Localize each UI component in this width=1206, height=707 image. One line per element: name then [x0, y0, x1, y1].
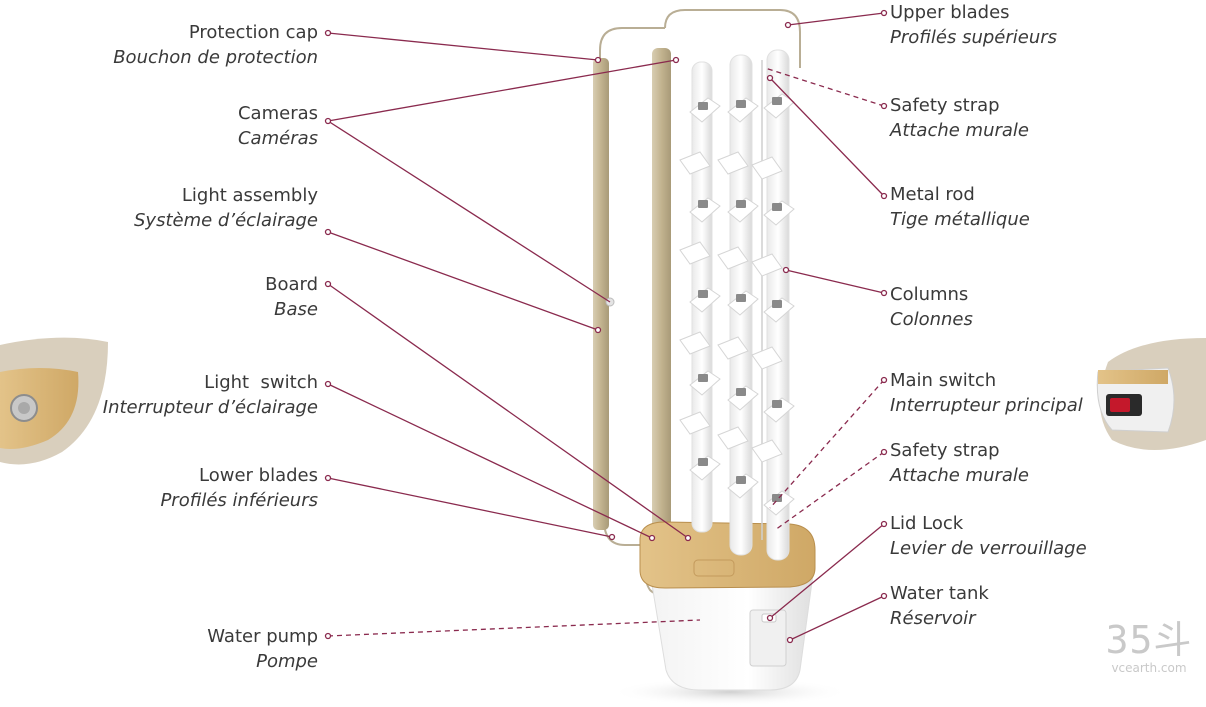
label-en: Safety strap	[890, 440, 1000, 461]
label-fr: Base	[274, 299, 318, 320]
label-lower-blades: Lower blades Profilés inférieurs	[160, 463, 318, 513]
label-fr: Attache murale	[890, 120, 1030, 141]
label-fr: Bouchon de protection	[113, 47, 318, 68]
leader-board	[327, 283, 689, 539]
label-main-switch: Main switch Interrupteur principal	[890, 368, 1083, 418]
leader-light-switch	[327, 383, 653, 539]
label-en: Water tank	[890, 583, 989, 604]
leader-metal-rod	[769, 77, 885, 197]
leader-lines	[327, 12, 885, 641]
leader-lower-blades	[327, 477, 613, 538]
leader-safety-strap-top	[764, 67, 885, 107]
label-water-pump: Water pump Pompe	[207, 624, 318, 674]
label-fr: Profilés supérieurs	[890, 27, 1058, 48]
label-fr: Levier de verrouillage	[890, 538, 1087, 559]
label-fr: Réservoir	[890, 608, 976, 629]
leader-columns	[785, 269, 885, 294]
watermark-logo: 35斗	[1105, 618, 1193, 662]
leader-water-tank	[789, 595, 885, 641]
label-cameras: Cameras Caméras	[238, 101, 318, 151]
label-fr: Caméras	[237, 128, 318, 149]
label-fr: Colonnes	[890, 309, 973, 330]
label-safety-strap-bottom: Safety strap Attache murale	[890, 438, 1029, 488]
leader-water-pump	[327, 619, 701, 637]
label-en: Lower blades	[199, 465, 318, 486]
leader-safety-strap-bottom	[774, 451, 885, 531]
label-columns: Columns Colonnes	[890, 282, 973, 332]
label-fr: Interrupteur d’éclairage	[102, 397, 318, 418]
leader-protection-cap	[327, 32, 599, 61]
leader-cameras-2	[327, 120, 611, 303]
watermark: 35斗 vcearth.com	[1104, 620, 1194, 676]
label-upper-blades: Upper blades Profilés supérieurs	[890, 0, 1057, 50]
label-protection-cap: Protection cap Bouchon de protection	[113, 20, 318, 70]
leader-lid-lock	[769, 523, 885, 619]
label-en: Water pump	[207, 626, 318, 647]
label-water-tank: Water tank Réservoir	[890, 581, 989, 631]
label-light-switch: Light switch Interrupteur d’éclairage	[103, 370, 318, 420]
label-fr: Profilés inférieurs	[160, 490, 318, 511]
label-en: Light switch	[204, 372, 318, 393]
label-fr: Tige métallique	[890, 209, 1030, 230]
label-en: Safety strap	[890, 95, 1000, 116]
light-switch-inset	[0, 337, 108, 465]
light-blade-left	[593, 58, 609, 530]
leader-upper-blades	[787, 12, 885, 26]
label-en: Upper blades	[890, 2, 1010, 23]
leader-cameras-1	[327, 59, 677, 122]
main-switch-inset	[1096, 338, 1206, 450]
label-lid-lock: Lid Lock Levier de verrouillage	[890, 511, 1087, 561]
label-fr: Pompe	[256, 651, 318, 672]
label-en: Board	[265, 274, 318, 295]
label-en: Protection cap	[188, 22, 318, 43]
light-blade-right	[652, 48, 671, 568]
board-hatch	[693, 559, 735, 577]
label-light-assembly: Light assembly Système d’éclairage	[134, 183, 318, 233]
label-en: Columns	[890, 284, 969, 305]
tank-window	[749, 609, 787, 667]
label-fr: Interrupteur principal	[890, 395, 1083, 416]
label-fr: Attache murale	[890, 465, 1030, 486]
planting-pockets	[679, 93, 795, 516]
leader-main-switch	[769, 379, 885, 509]
label-safety-strap-top: Safety strap Attache murale	[890, 93, 1029, 143]
label-en: Main switch	[890, 370, 997, 391]
label-en: Cameras	[237, 103, 318, 124]
label-metal-rod: Metal rod Tige métallique	[890, 182, 1030, 232]
label-en: Lid Lock	[890, 513, 964, 534]
watermark-url: vcearth.com	[1111, 661, 1187, 675]
label-board: Board Base	[265, 272, 318, 322]
label-en: Light assembly	[181, 185, 318, 206]
label-fr: Système d’éclairage	[134, 210, 318, 231]
label-en: Metal rod	[890, 184, 975, 205]
leader-dots	[324, 9, 888, 644]
leader-light-assembly	[327, 231, 599, 331]
